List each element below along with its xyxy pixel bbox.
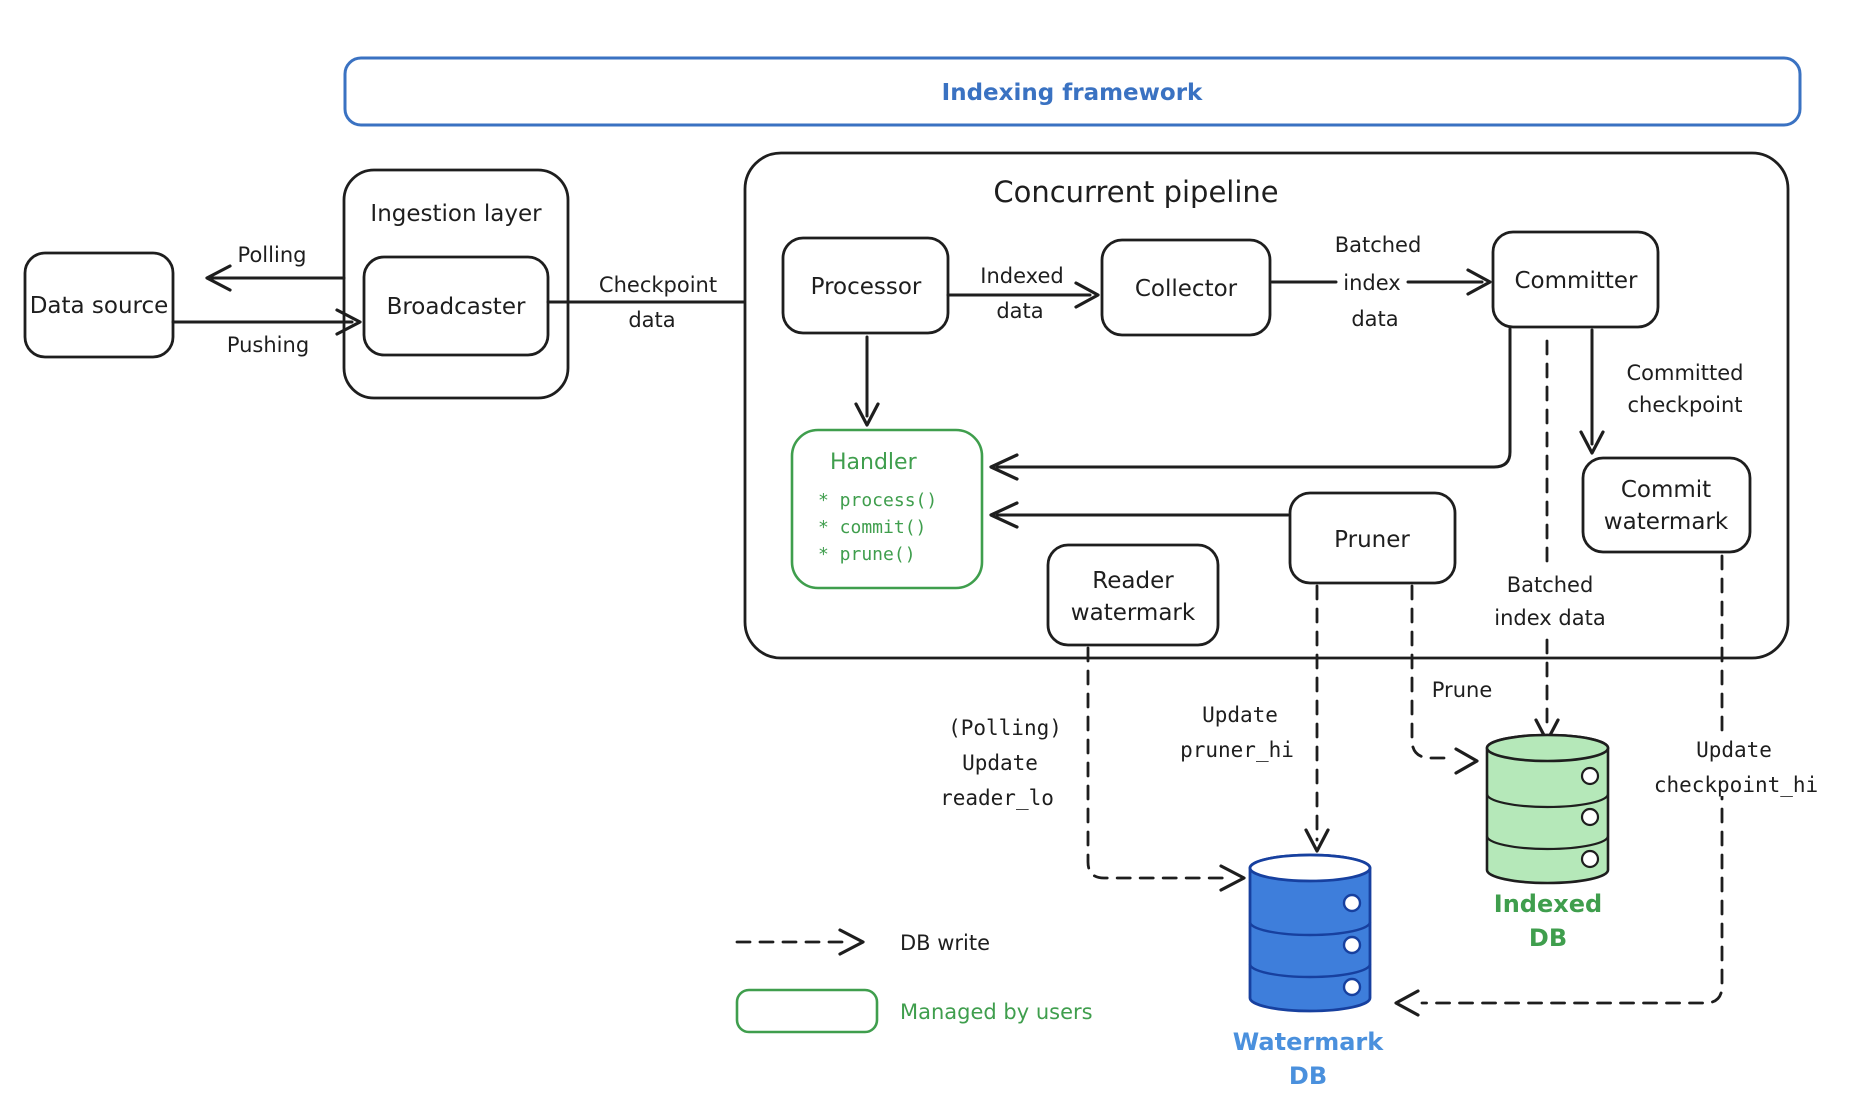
ingestion-layer-node: Ingestion layer Broadcaster [342,168,570,400]
indexed-db-top [1485,733,1610,763]
update-checkpoint-hi-label-2: checkpoint_hi [1654,773,1818,797]
legend-managed-label: Managed by users [900,1000,1093,1024]
indexed-db-cylinder: Indexed DB [1485,733,1610,952]
batched-index-data-write-arrow: Batched index data [1476,339,1624,743]
processor-to-handler-arrow [854,335,880,427]
processor-node: Processor [781,236,950,335]
watermark-db-cylinder: Watermark DB [1233,853,1384,1090]
pruner-to-handler-arrow [989,501,1290,529]
reader-watermark-label-1: Reader [1092,568,1174,594]
polling-label: Polling [238,243,307,267]
commit-watermark-label-2: watermark [1604,509,1729,535]
batched-index-data-label-3: data [1351,307,1398,331]
pruner-label: Pruner [1334,527,1410,553]
batched-index-data-2-label-2: index data [1494,606,1605,630]
watermark-db-label-1: Watermark [1233,1028,1384,1056]
legend-managed-by-users: Managed by users [735,988,1093,1034]
watermark-db-top [1248,853,1372,883]
prune-arrow: Prune [1410,584,1492,775]
broadcaster-label: Broadcaster [387,294,526,320]
legend-db-write-arrow: DB write [735,928,990,956]
committer-to-handler-arrow [989,327,1512,481]
collector-node: Collector [1100,238,1272,337]
prune-label: Prune [1432,678,1492,702]
indexing-framework-title: Indexing framework [942,80,1203,106]
watermark-db-label-2: DB [1289,1062,1327,1090]
commit-watermark-label-1: Commit [1621,477,1711,503]
collector-label: Collector [1135,276,1238,302]
data-source-node: Data source [23,251,175,359]
legend-db-write-label: DB write [900,931,990,955]
committed-checkpoint-label-1: Committed [1627,361,1744,385]
reader-watermark-label-2: watermark [1071,600,1196,626]
indexing-framework-box [343,56,1802,127]
handler-method-commit: * commit() [818,517,926,538]
broadcaster-node [362,255,550,357]
polling-arrow: Polling [205,243,346,292]
batched-index-data-2-label-1: Batched [1507,573,1594,597]
update-reader-lo-label-3: reader_lo [940,786,1054,810]
update-reader-lo-label-1: (Polling) [948,716,1062,740]
pushing-arrow: Pushing [171,308,362,357]
update-pruner-hi-arrow: Update pruner_hi [1180,584,1330,853]
indexed-db-label-1: Indexed [1494,890,1602,918]
pruner-node: Pruner [1288,491,1457,585]
indexed-data-label-2: data [996,299,1043,323]
committer-node: Committer [1491,230,1660,329]
legend: DB write Managed by users [735,928,1093,1034]
ingestion-layer-label: Ingestion layer [370,201,542,227]
update-reader-lo-label-2: Update [962,751,1038,775]
batched-index-data-label-2: index [1343,271,1400,295]
handler-node: Handler * process() * commit() * prune() [790,428,984,590]
committer-label: Committer [1515,268,1639,294]
update-pruner-hi-label-2: pruner_hi [1180,738,1294,762]
committed-checkpoint-arrow: Committed checkpoint [1579,328,1744,455]
indexed-db-label-2: DB [1529,924,1567,952]
indexing-framework-frame: Indexing framework [343,56,1802,127]
update-reader-lo-arrow: (Polling) Update reader_lo [940,646,1246,892]
checkpoint-data-label-2: data [628,308,675,332]
update-checkpoint-hi-label-1: Update [1696,738,1772,762]
processor-label: Processor [811,274,922,300]
update-checkpoint-hi-arrow: Update checkpoint_hi [1394,554,1834,1017]
batched-index-data-arrow: Batched index data [1270,233,1492,331]
committed-checkpoint-label-2: checkpoint [1627,393,1742,417]
update-pruner-hi-label-1: Update [1202,703,1278,727]
data-source-label: Data source [30,293,169,319]
pushing-label: Pushing [227,333,309,357]
indexed-data-arrow: Indexed data [946,264,1100,323]
checkpoint-data-arrow: Checkpoint data [546,273,780,332]
handler-title: Handler [830,450,918,475]
indexed-data-label-1: Indexed [980,264,1063,288]
batched-index-data-label-1: Batched [1335,233,1422,257]
checkpoint-data-label-1: Checkpoint [599,273,717,297]
label-backdrop [1638,732,1834,796]
label-backdrop [1476,566,1624,632]
concurrent-pipeline-title: Concurrent pipeline [993,175,1278,209]
reader-watermark-node: Reader watermark [1046,543,1220,647]
legend-green-box [735,988,879,1034]
commit-watermark-node: Commit watermark [1581,456,1752,554]
handler-method-prune: * prune() [818,544,916,565]
handler-method-process: * process() [818,490,937,511]
